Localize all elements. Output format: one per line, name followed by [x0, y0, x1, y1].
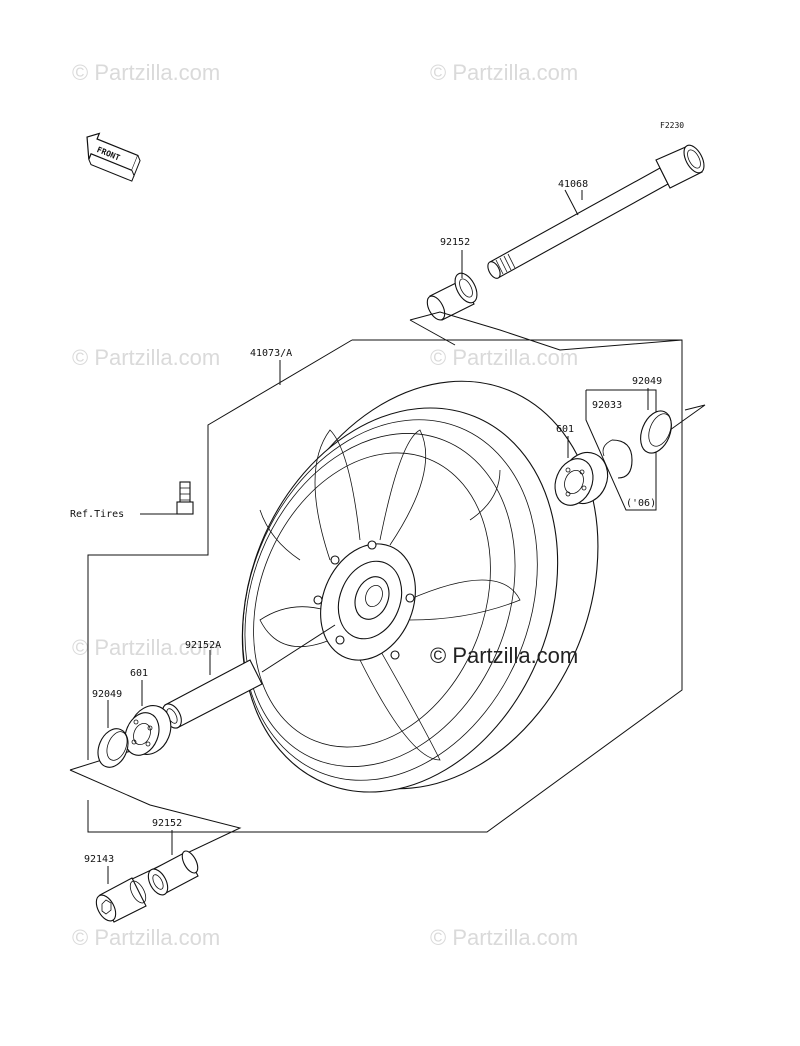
label-seal-right: 92049 — [632, 376, 662, 387]
label-collar-bottom: 92152 — [152, 818, 182, 829]
label-seal-left: 92049 — [92, 689, 122, 700]
seal-left — [97, 728, 129, 768]
collar-bottom — [147, 850, 199, 896]
label-spacer: 92152A — [185, 640, 221, 651]
bearing-left — [124, 705, 172, 756]
axle-nut — [95, 877, 147, 923]
axle-thread — [495, 253, 516, 275]
label-ref-tires: Ref.Tires — [70, 509, 124, 520]
axle — [487, 144, 705, 279]
collar-top — [426, 272, 478, 321]
seal-right — [640, 410, 672, 454]
watermark: © Partzilla.com — [430, 60, 578, 85]
assembly-outline — [69, 311, 706, 881]
label-bearing-right: 601 — [556, 424, 574, 435]
bearing-right — [554, 451, 609, 506]
watermark-main: © Partzilla.com — [430, 643, 578, 668]
label-circlip: 92033 — [592, 400, 622, 411]
watermark: © Partzilla.com — [72, 925, 220, 950]
label-axle: 41068 — [558, 179, 588, 190]
watermark: © Partzilla.com — [72, 345, 220, 370]
circlip — [602, 439, 633, 479]
label-bearing-left: 601 — [130, 668, 148, 679]
wheel — [241, 380, 599, 793]
watermark: © Partzilla.com — [72, 635, 220, 660]
label-collar-top: 92152 — [440, 237, 470, 248]
label-wheel: 41073/A — [250, 348, 292, 359]
label-nut: 92143 — [84, 854, 114, 865]
label-circlip-note: ('06) — [626, 498, 656, 509]
ref-code: F2230 — [660, 121, 684, 130]
watermark: © Partzilla.com — [430, 925, 578, 950]
hex-socket-icon — [101, 899, 112, 915]
watermarks: © Partzilla.com © Partzilla.com © Partzi… — [72, 60, 578, 950]
watermark: © Partzilla.com — [430, 345, 578, 370]
front-arrow-icon: FRONT — [86, 132, 141, 182]
tire-valve — [176, 481, 194, 515]
watermark: © Partzilla.com — [72, 60, 220, 85]
